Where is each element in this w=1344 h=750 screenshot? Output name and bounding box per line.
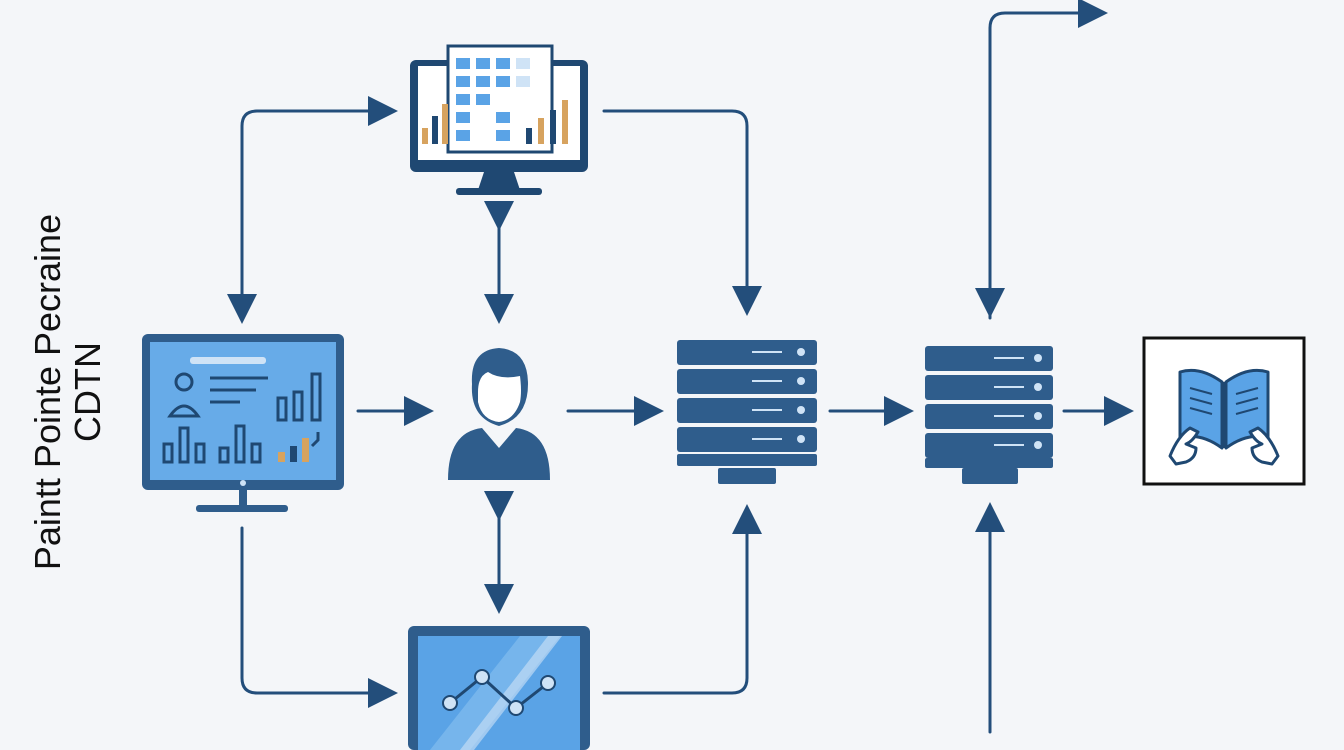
monitor-dashboard-icon [142, 334, 344, 512]
arrow-to-report-monitor [240, 96, 398, 310]
server-1-icon [677, 340, 817, 484]
open-book-icon [1142, 336, 1306, 486]
connectors [227, 0, 1134, 734]
monitor-report-icon [410, 44, 588, 195]
user-icon [448, 348, 550, 480]
arrow-out-top [988, 0, 1108, 320]
arrow-to-analytics-tablet [240, 526, 398, 708]
arrow-report-to-server-1 [602, 109, 762, 316]
tablet-line-chart-icon [408, 626, 590, 750]
server-2-icon [925, 346, 1053, 484]
arrow-tablet-to-server-1 [602, 504, 762, 695]
